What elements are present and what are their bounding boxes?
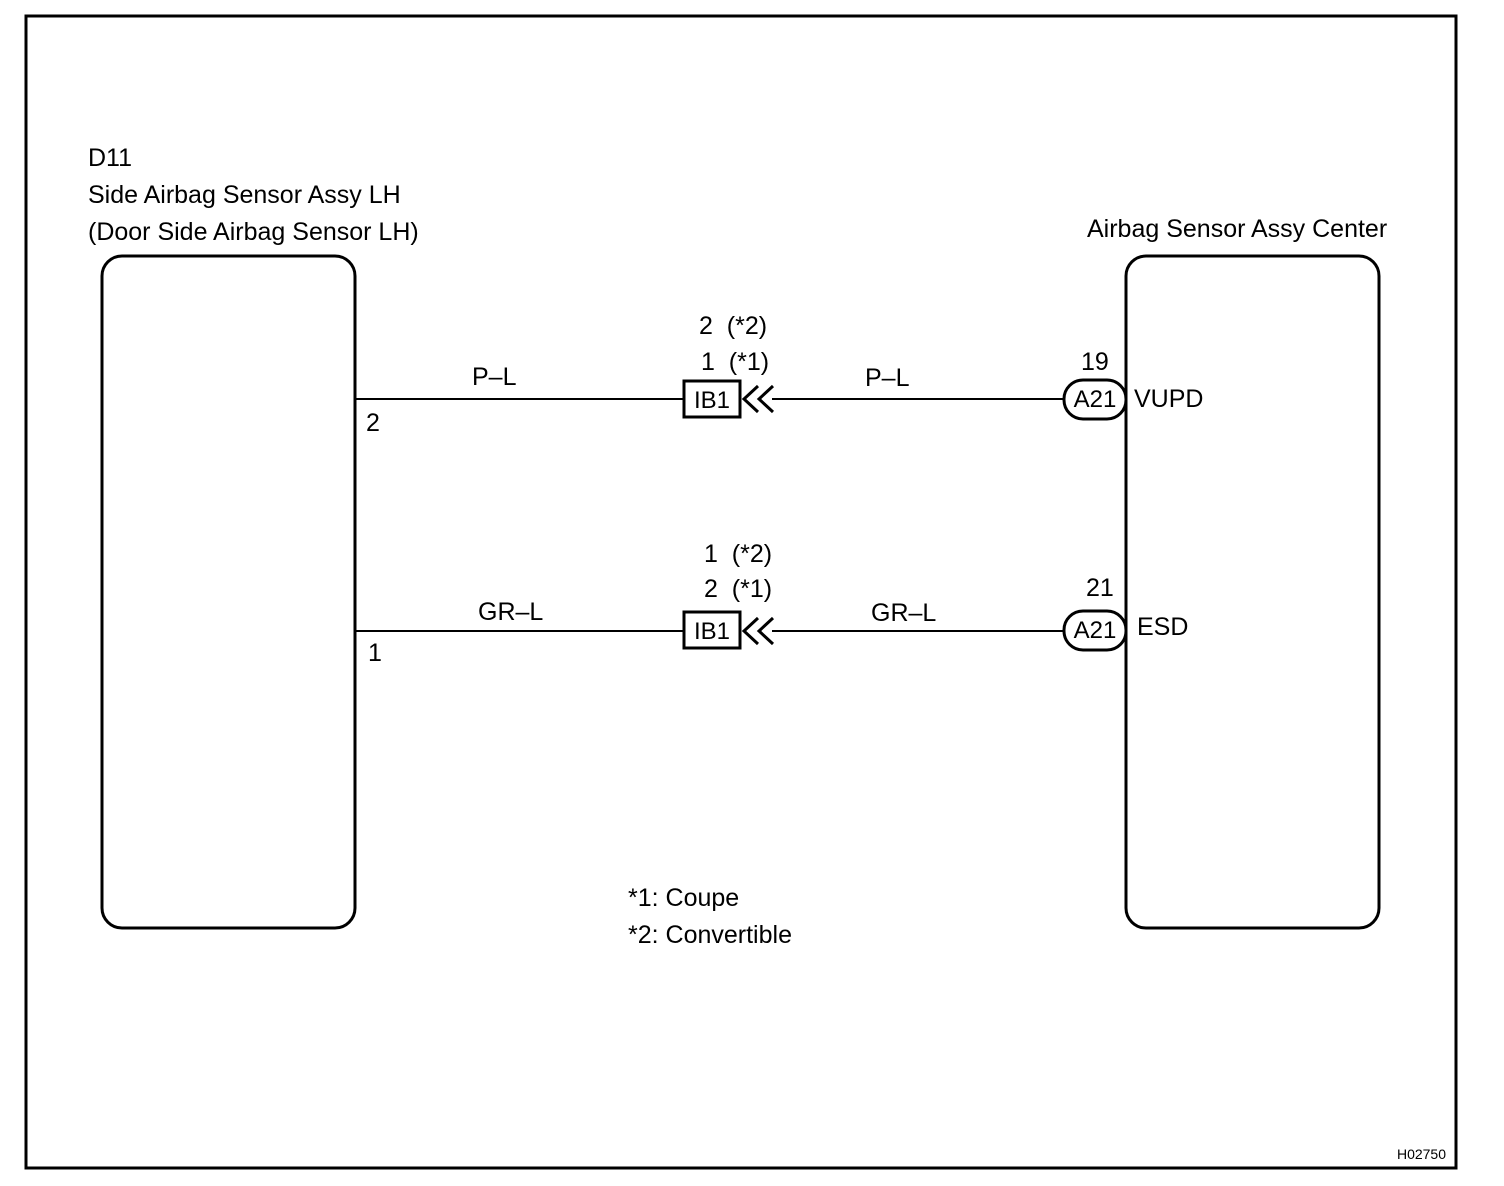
junction-connector-label: IB1 xyxy=(694,387,730,414)
ecu-pin-number: 21 xyxy=(1086,574,1114,602)
ecu-signal-name: ESD xyxy=(1137,613,1188,641)
ecu-connector-oval xyxy=(1062,378,1128,421)
left-component-name: Side Airbag Sensor Assy LH xyxy=(88,181,401,209)
circuit-vupd: 2 P–L 2 (*2) 1 (*1) IB1 P–L A21 19 VUPD xyxy=(355,312,1203,437)
junction-pin-label-2: 2 (*1) xyxy=(704,575,772,603)
ecu-connector-oval xyxy=(1062,609,1128,652)
junction-pin-label-2: 1 (*1) xyxy=(701,348,769,376)
ecu-connector-label: A21 xyxy=(1074,617,1117,644)
ecu-signal-name: VUPD xyxy=(1134,385,1203,413)
note-convertible: *2: Convertible xyxy=(628,921,792,949)
connector-chevron-icon xyxy=(741,384,775,414)
note-coupe: *1: Coupe xyxy=(628,884,739,912)
junction-connector-box xyxy=(682,379,742,419)
ecu-connector-label: A21 xyxy=(1074,386,1117,413)
left-component-box xyxy=(100,254,357,930)
left-component-alt-name: (Door Side Airbag Sensor LH) xyxy=(88,218,419,246)
left-component-code: D11 xyxy=(88,144,132,172)
diagram-frame xyxy=(24,14,1458,1170)
wire-color-label-left: GR–L xyxy=(478,598,543,626)
junction-connector-box xyxy=(682,610,742,650)
junction-connector-label: IB1 xyxy=(694,618,730,645)
figure-id: H02750 xyxy=(1397,1146,1446,1162)
left-pin-number: 2 xyxy=(366,409,380,437)
circuit-esd: 1 GR–L 1 (*2) 2 (*1) IB1 GR–L A21 21 ESD xyxy=(355,540,1188,667)
wire-color-label-right: GR–L xyxy=(871,599,936,627)
ecu-pin-number: 19 xyxy=(1081,348,1109,376)
right-component-box xyxy=(1124,254,1381,930)
connector-chevron-icon xyxy=(741,616,775,646)
left-pin-number: 1 xyxy=(368,639,382,667)
right-component-name: Airbag Sensor Assy Center xyxy=(1087,215,1387,243)
junction-pin-label-1: 1 (*2) xyxy=(704,540,772,568)
wire-color-label-right: P–L xyxy=(865,364,910,392)
wire-color-label-left: P–L xyxy=(472,363,517,391)
junction-pin-label-1: 2 (*2) xyxy=(699,312,767,340)
